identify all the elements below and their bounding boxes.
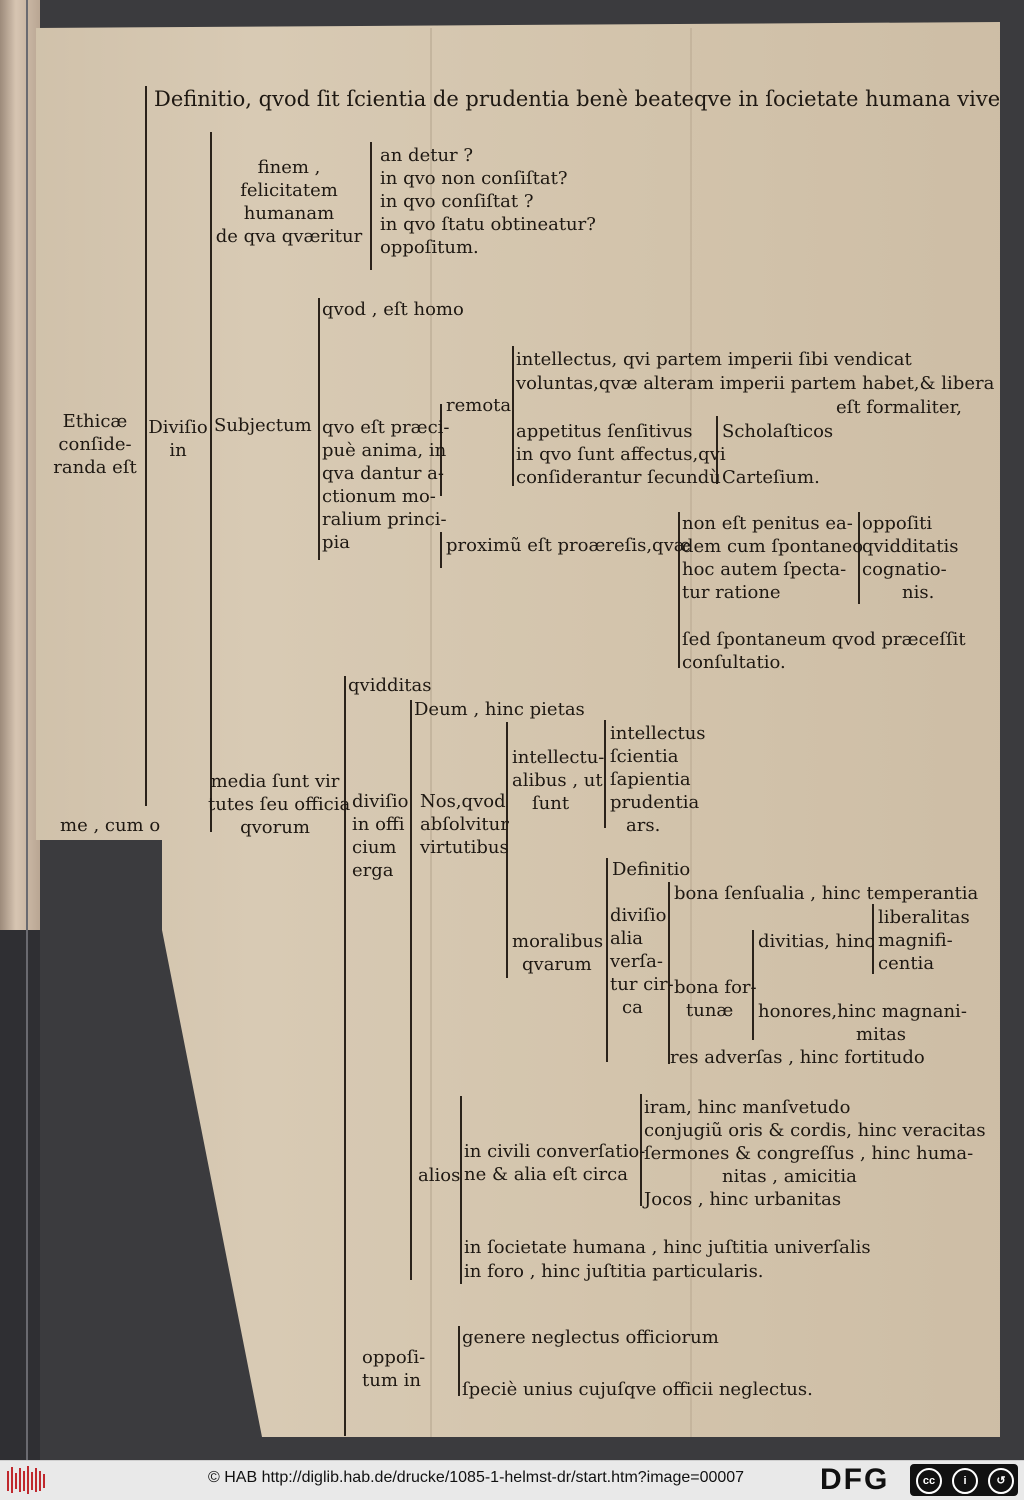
sa-icon: ↺ (988, 1468, 1014, 1494)
book-binding-edge (0, 0, 40, 960)
bracket-remota (512, 346, 514, 486)
bracket-main (145, 86, 147, 806)
cartesium: Carteſium. (722, 467, 820, 488)
binding-line (26, 0, 28, 1460)
barcode-icon (7, 1466, 45, 1494)
genere-neglectus: genere neglectus officiorum (462, 1327, 719, 1348)
cc-icon: cc (916, 1468, 942, 1494)
opposi-block: oppoſi-tum in (362, 1347, 426, 1391)
bracket-nos (506, 722, 508, 978)
in-societate: in ſocietate humana , hinc juſtitia univ… (464, 1237, 871, 1258)
bracket-divisio (210, 132, 212, 832)
finem-items: an detur ?in qvo non conſiſtat?in qvo co… (380, 145, 596, 258)
alios-label: alios (418, 1165, 461, 1186)
voluntas-line: voluntas,qvæ alteram imperii partem habe… (516, 373, 995, 394)
book-cover-dark (0, 930, 40, 1460)
bracket-alios (460, 1096, 462, 1284)
bracket-moralibus (606, 858, 608, 1062)
remota-label: remota (446, 395, 512, 416)
scholasticos: Scholaſticos (722, 421, 834, 442)
voluntas-line-2: eſt formaliter, (836, 397, 962, 418)
proximum: proximũ eſt proæreſis,qvæ (446, 535, 691, 556)
bracket-appetitus (716, 416, 718, 484)
qvod-homo: qvod , eſt homo (322, 299, 464, 320)
bracket-finem (370, 142, 372, 270)
bracket-civili (640, 1094, 642, 1206)
divitias: divitias, hinc (758, 931, 875, 952)
bracket-divitias (872, 904, 874, 974)
qvidditas: qvidditas (348, 675, 432, 696)
deum-pietas: Deum , hinc pietas (414, 699, 585, 720)
definitio-moral: Definitio (612, 859, 691, 880)
bracket-proximum (440, 532, 442, 568)
by-icon: i (952, 1468, 978, 1494)
bracket-intellectualibus (604, 720, 606, 828)
copyright-link[interactable]: © HAB http://diglib.hab.de/drucke/1085-1… (208, 1469, 745, 1486)
bracket-fortunae (752, 930, 754, 1040)
viewer-footer: © HAB http://diglib.hab.de/drucke/1085-1… (0, 1460, 1024, 1500)
cc-license-badge[interactable]: cc i ↺ (910, 1464, 1018, 1496)
intellectus-line: intellectus, qvi partem imperii ſibi ven… (516, 349, 912, 370)
bracket-media (344, 676, 346, 1436)
left-fragment: me , cum o (60, 815, 161, 836)
bracket-qvo (440, 404, 442, 496)
in-civili-block: in civili converſatio-ne & alia eſt circ… (464, 1141, 646, 1185)
res-adversas: res adverſas , hinc fortitudo (670, 1047, 925, 1068)
bracket-divisio-alia (668, 882, 670, 1064)
in-foro: in foro , hinc juſtitia particularis. (464, 1261, 764, 1282)
bracket-subjectum (318, 298, 320, 560)
fold-crease (690, 28, 692, 1437)
bracket-divisio-officium (410, 700, 412, 1280)
bracket-proaeresis (678, 512, 680, 668)
bracket-oppositi (858, 512, 860, 604)
subjectum-label: Subjectum (214, 415, 312, 436)
fold-crease (430, 28, 432, 1437)
specie-neglectus: ſpeciè unius cujuſqve officii neglectus. (462, 1379, 813, 1400)
bona-fortunae: bona for-tunæ (674, 977, 757, 1021)
dfg-logo: DFG (820, 1463, 890, 1496)
honores-block: honores,hinc magnani-mitas (758, 1001, 967, 1045)
definition-line: Definitio, qvod ſit ſcientia de prudenti… (154, 87, 1024, 111)
bona-sensualia: bona ſenſualia , hinc temperantia (674, 883, 979, 904)
bracket-opposi (458, 1326, 460, 1396)
